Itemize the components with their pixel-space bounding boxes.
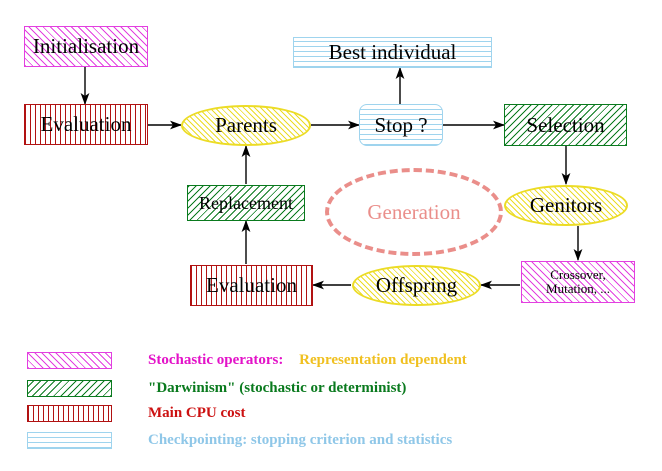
legend-swatch-magenta-diagonal: [27, 351, 112, 369]
legend-swatch-red-vertical: [27, 404, 112, 422]
node-genitors[interactable]: Genitors: [504, 185, 628, 226]
node-evaluation-bottom-label: Evaluation: [206, 273, 297, 298]
node-initialisation-label: Initialisation: [32, 34, 140, 59]
node-evaluation-top[interactable]: Evaluation: [24, 104, 148, 145]
legend-label-darwinism: "Darwinism" (stochastic or determinist): [148, 379, 407, 396]
legend-row-main-cpu-cost: Main CPU cost: [27, 401, 246, 425]
node-offspring[interactable]: Offspring: [352, 265, 481, 306]
node-evaluation-top-label: Evaluation: [40, 112, 132, 137]
legend-label-checkpointing: Checkpointing: stopping criterion and st…: [148, 431, 453, 448]
node-best-individual-label: Best individual: [328, 40, 457, 65]
legend-label-stochastic-operators: Stochastic operators:: [148, 351, 284, 368]
node-genitors-label: Genitors: [529, 193, 603, 218]
node-initialisation[interactable]: Initialisation: [24, 26, 148, 67]
legend: Stochastic operators: Representation dep…: [0, 338, 662, 449]
node-crossover-label-line2: Mutation, ...: [546, 281, 610, 296]
node-stop-label: Stop ?: [374, 112, 428, 137]
node-parents-label: Parents: [215, 113, 277, 138]
node-replacement-label: Replacement: [199, 192, 293, 213]
node-crossover-mutation[interactable]: Crossover, Mutation, ...: [521, 261, 635, 303]
node-best-individual[interactable]: Best individual: [293, 37, 492, 68]
node-evaluation-bottom[interactable]: Evaluation: [190, 265, 313, 306]
legend-row-stochastic-operators: Stochastic operators: Representation dep…: [27, 348, 467, 372]
legend-label-representation-dependent: Representation dependent: [299, 351, 467, 368]
legend-text-stochastic: Stochastic operators: Representation dep…: [148, 352, 467, 369]
node-stop[interactable]: Stop ?: [359, 104, 443, 146]
node-offspring-label: Offspring: [375, 273, 458, 298]
node-parents[interactable]: Parents: [181, 105, 311, 146]
node-replacement[interactable]: Replacement: [187, 185, 305, 221]
legend-swatch-blue-horizontal: [27, 431, 112, 449]
node-selection[interactable]: Selection: [504, 104, 627, 146]
node-generation-label: Generation: [367, 199, 461, 224]
node-crossover-label-line1: Crossover,: [550, 267, 606, 283]
legend-label-main-cpu-cost: Main CPU cost: [148, 404, 246, 421]
legend-row-darwinism: "Darwinism" (stochastic or determinist): [27, 376, 406, 400]
node-generation: Generation: [325, 168, 503, 256]
legend-row-checkpointing: Checkpointing: stopping criterion and st…: [27, 428, 452, 452]
legend-swatch-green-diagonal: [27, 379, 112, 397]
node-selection-label: Selection: [526, 112, 605, 137]
